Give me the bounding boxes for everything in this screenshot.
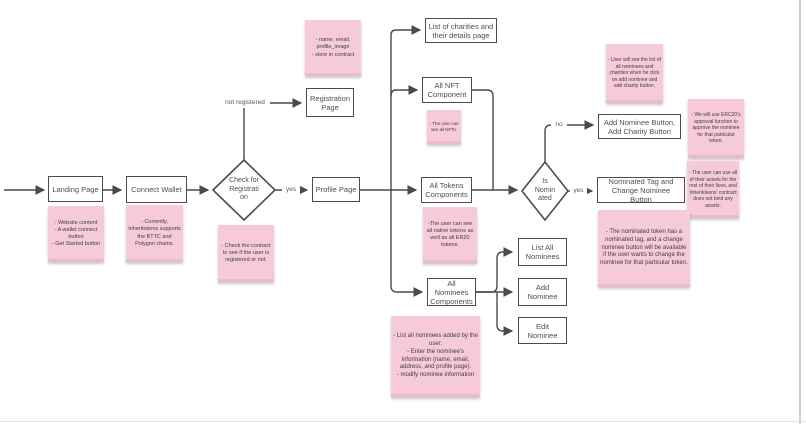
check-registration-label: Check for Registrati on (229, 177, 259, 202)
canvas-bottom-edge (0, 421, 806, 422)
edge-trunk-to-nft[interactable] (390, 85, 419, 97)
edge-nft-join[interactable] (472, 89, 494, 190)
edge-trunk-to-charities[interactable] (390, 25, 422, 190)
node-all-nft-component[interactable]: All NFT Component (422, 77, 472, 103)
edge-label-yes-registration[interactable]: yes (282, 185, 300, 195)
node-all-nominees-components[interactable]: All Nominees Components (427, 278, 476, 306)
sticky-note-nominees[interactable]: - List all nominees added by the user. -… (391, 316, 480, 397)
canvas-right-edge (799, 0, 801, 424)
node-charities-list-page[interactable]: List of charities and their details page (425, 18, 497, 43)
edge-label-not-registered[interactable]: not registered (220, 97, 270, 108)
sticky-note-nft[interactable]: - The user can see all NFTs. (427, 110, 461, 144)
node-connect-wallet[interactable]: Connect Wallet (126, 176, 187, 203)
is-nominated-label: Is Nomin ated (534, 178, 556, 203)
sticky-note-check-registration[interactable]: - Check the contract to see if the user … (218, 225, 274, 282)
sticky-note-wallet[interactable]: - Currently, Inheritokens supports the B… (126, 205, 183, 262)
sticky-note-user-will-see[interactable]: - User will see the list of all nominees… (606, 44, 663, 103)
edge-nominees-to-listall[interactable] (476, 247, 514, 293)
sticky-note-landing[interactable]: - Website content - A wallet connect but… (48, 206, 104, 262)
node-edit-nominee[interactable]: Edit Nominee (518, 317, 567, 344)
edge-trunk-to-nominees[interactable] (390, 190, 424, 297)
sticky-note-assets[interactable]: - The user can use all of their assets f… (687, 161, 739, 218)
sticky-note-nominated-tag[interactable]: - The nominated token has a nominated ta… (598, 210, 690, 287)
edge-no-to-addnominee-button[interactable] (544, 120, 595, 162)
node-registration-page[interactable]: Registration Page (306, 88, 354, 117)
edge-check-to-registration[interactable] (243, 98, 303, 160)
edge-nominees-to-editnominee[interactable] (496, 292, 514, 336)
node-add-nominee[interactable]: Add Nominee (518, 278, 567, 306)
edge-label-yes-nominated[interactable]: yes (570, 186, 587, 196)
node-all-tokens-components[interactable]: All Tokens Components (421, 177, 472, 203)
node-list-all-nominees[interactable]: List All Nominees (518, 238, 567, 266)
node-landing-page[interactable]: Landing Page (48, 176, 103, 202)
sticky-note-registration[interactable]: - name, email, profile_image - store in … (305, 20, 361, 76)
is-nominated-diamond[interactable] (520, 160, 570, 222)
check-registration-diamond[interactable] (211, 158, 277, 222)
sticky-note-tokens[interactable]: -The user can see all native tokens as w… (423, 207, 477, 263)
node-add-nominee-charity-button[interactable]: Add Nominee Button, Add Charity Button (598, 114, 681, 139)
node-profile-page[interactable]: Profile Page (312, 177, 360, 202)
sticky-note-erc20-approval[interactable]: - We will use ERC20's approval function … (688, 99, 744, 158)
edge-label-no-nominated[interactable]: no (551, 120, 567, 130)
node-nominated-tag-change-nominee-button[interactable]: Nominated Tag and Change Nominee Button (597, 177, 685, 204)
